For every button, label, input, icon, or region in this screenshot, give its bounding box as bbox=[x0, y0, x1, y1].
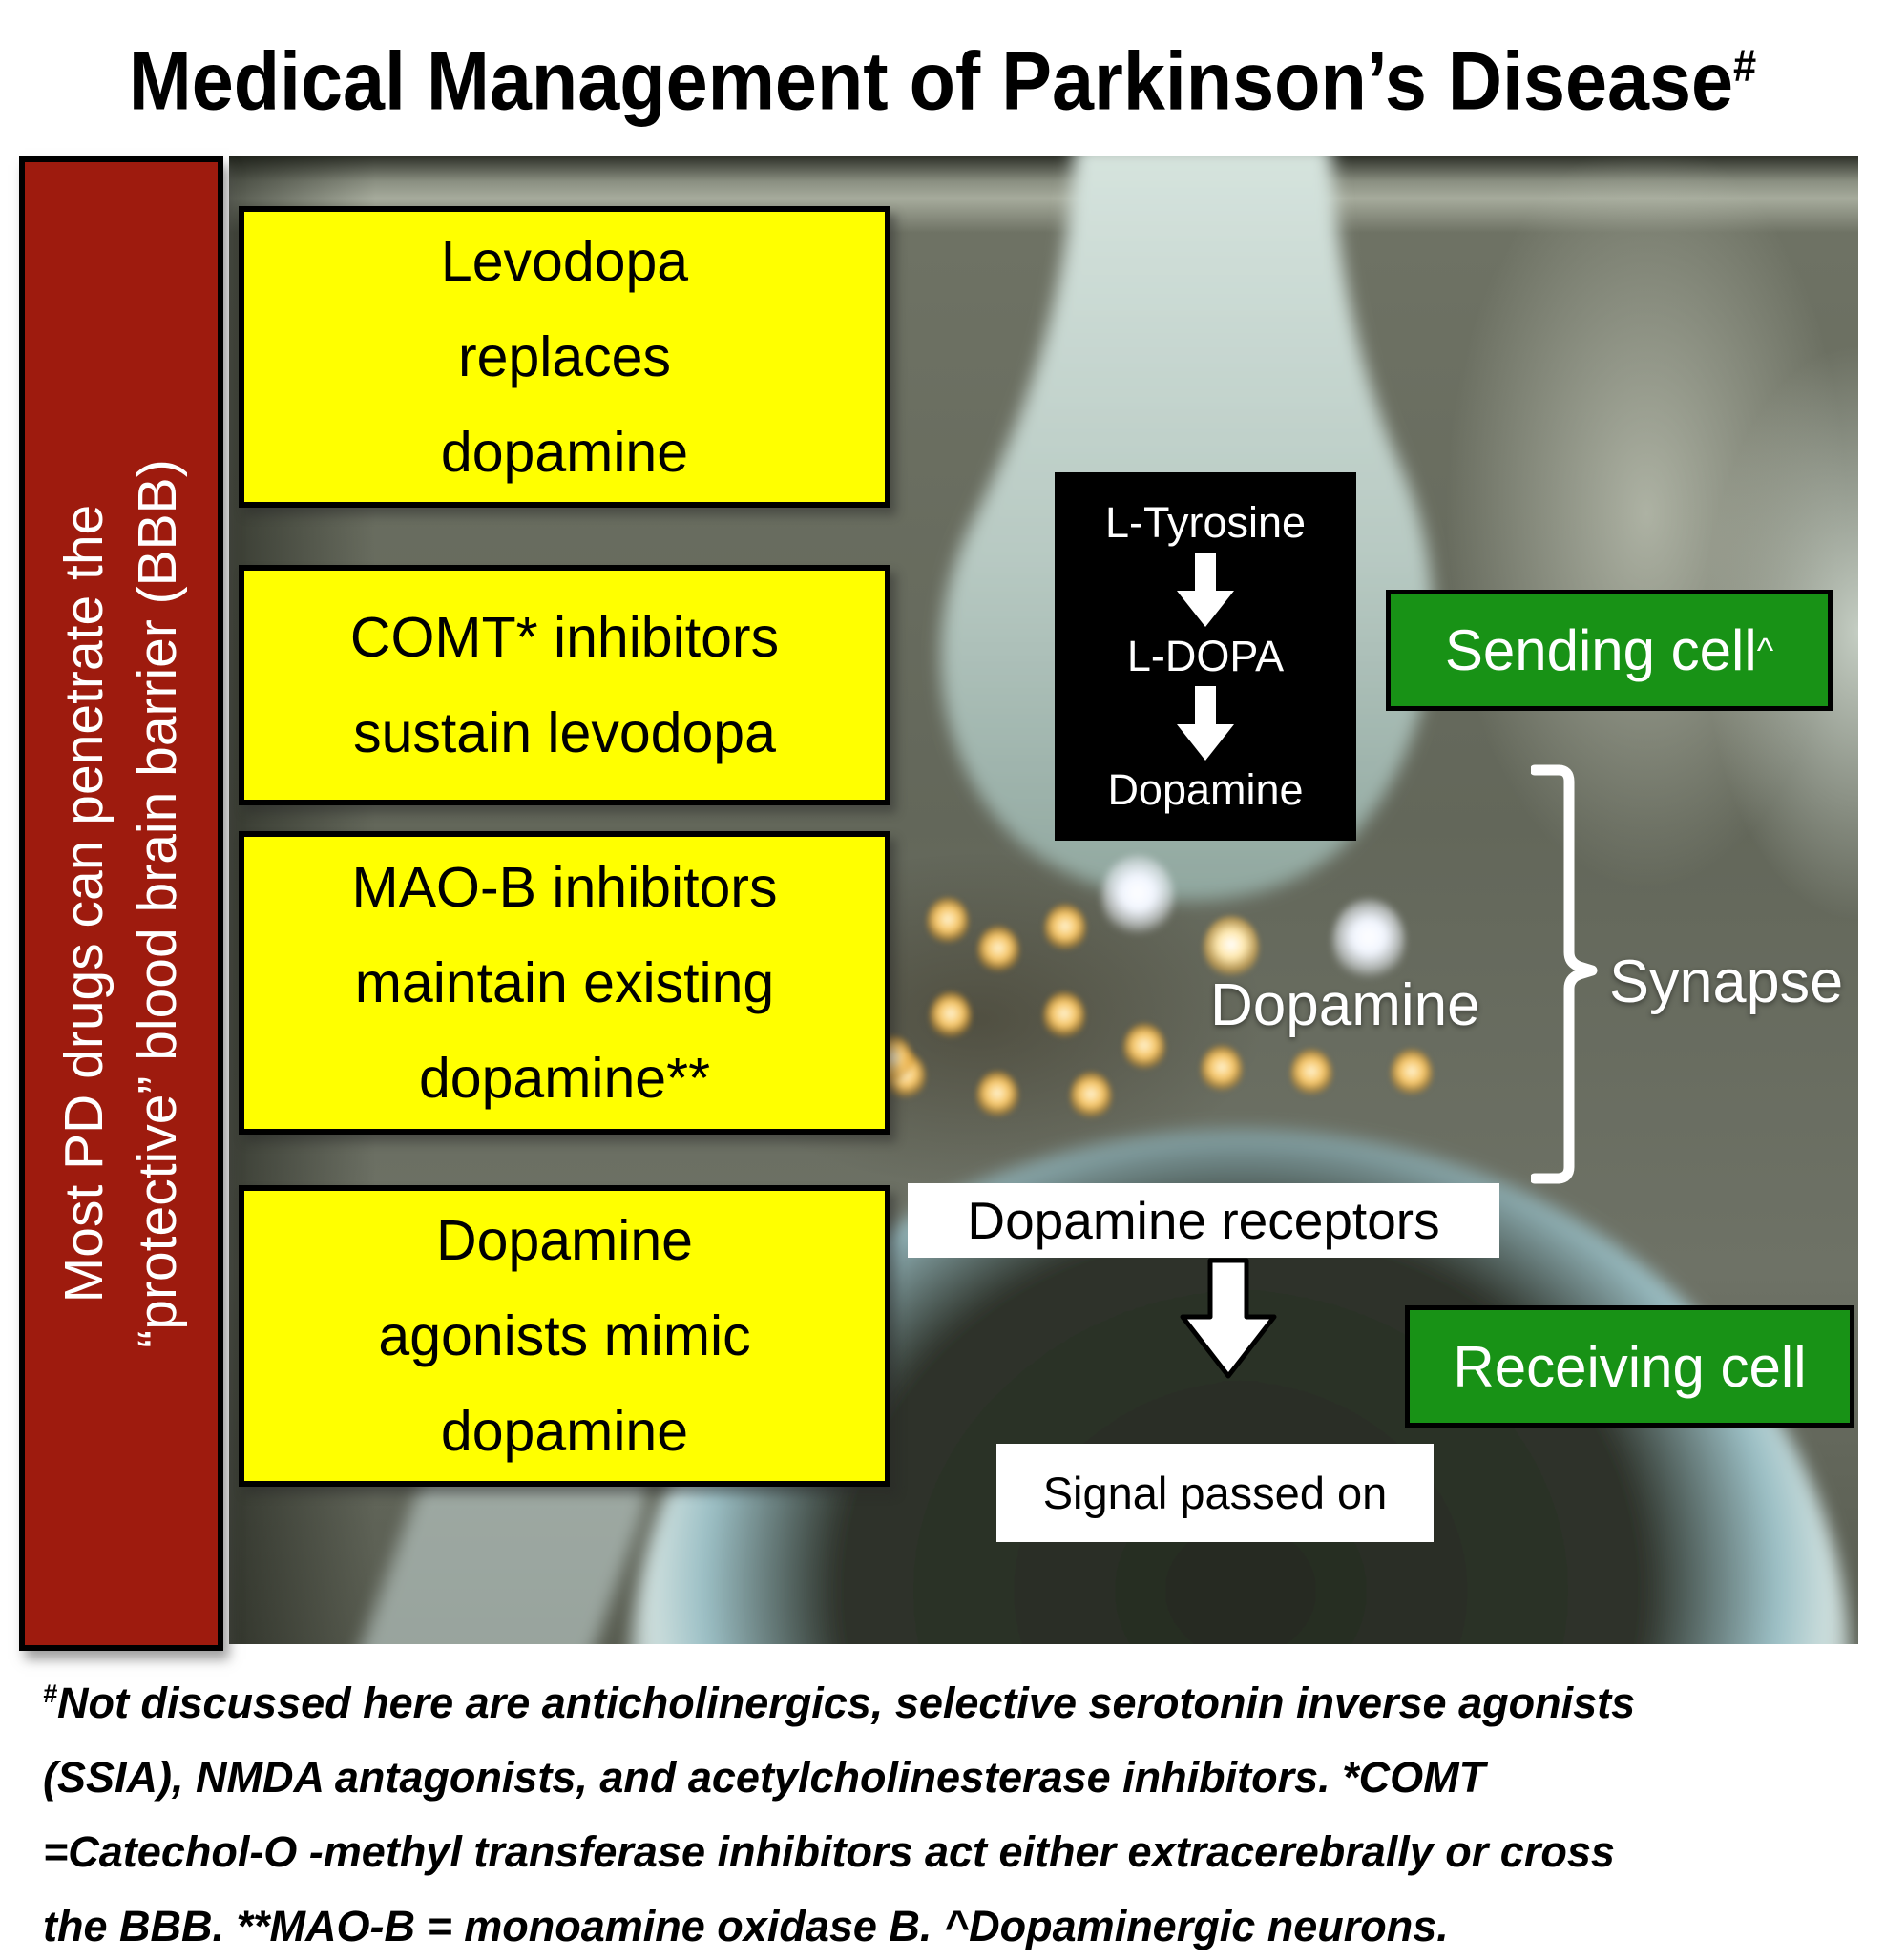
dopamine-dot bbox=[1391, 1049, 1433, 1098]
dopamine-dot bbox=[976, 1071, 1018, 1120]
drug-box-line: replaces bbox=[457, 325, 671, 388]
down-arrow-icon bbox=[1177, 553, 1234, 627]
footnote-line: (SSIA), NMDA antagonists, and acetylchol… bbox=[43, 1753, 1486, 1802]
drug-box-line: agonists mimic bbox=[378, 1304, 751, 1367]
footnote-line: the BBB. **MAO-B = monoamine oxidase B. … bbox=[43, 1902, 1449, 1950]
drug-box-line: dopamine** bbox=[418, 1047, 711, 1110]
bbb-sidebar-line1: Most PD drugs can penetrate the bbox=[53, 504, 115, 1303]
title-footnote-marker: # bbox=[1732, 41, 1757, 92]
bbb-sidebar-line2: “protective” blood brain barrier (BBB) bbox=[127, 459, 188, 1348]
pathway-step-l-dopa: L-DOPA bbox=[1126, 632, 1285, 680]
drug-box-line: Levodopa bbox=[440, 230, 689, 293]
sending-cell-footnote-marker: ^ bbox=[1756, 630, 1774, 670]
drug-box-maob: MAO-B inhibitors maintain existing dopam… bbox=[239, 831, 890, 1135]
footnote: #Not discussed here are anticholinergics… bbox=[43, 1657, 1845, 1960]
down-arrow-icon bbox=[1177, 686, 1234, 761]
dopamine-receptors-label: Dopamine receptors bbox=[908, 1183, 1499, 1258]
drug-box-line: dopamine bbox=[440, 421, 689, 484]
drug-box-agonists: Dopamine agonists mimic dopamine bbox=[239, 1185, 890, 1487]
receiving-cell-label: Receiving cell bbox=[1405, 1305, 1854, 1428]
dopamine-dot bbox=[1070, 1072, 1112, 1121]
drug-box-line: Dopamine bbox=[436, 1209, 693, 1272]
bbb-sidebar-label: Most PD drugs can penetrate the “protect… bbox=[48, 169, 195, 1638]
footnote-marker: # bbox=[43, 1679, 58, 1708]
synapse-bracket-icon bbox=[1531, 764, 1598, 1184]
dopamine-dot bbox=[1290, 1049, 1332, 1098]
receiving-cell-rim-streak bbox=[318, 1377, 646, 1644]
drug-box-line: sustain levodopa bbox=[353, 701, 776, 764]
dopamine-dot bbox=[927, 897, 969, 947]
dopamine-dot bbox=[1332, 899, 1405, 983]
drug-box-comt: COMT* inhibitors sustain levodopa bbox=[239, 565, 890, 805]
drug-box-line: maintain existing bbox=[354, 951, 775, 1014]
footnote-line: #Not discussed here are anticholinergics… bbox=[43, 1679, 1636, 1727]
signal-down-arrow-icon bbox=[1180, 1258, 1277, 1379]
pathway-step-l-tyrosine: L-Tyrosine bbox=[1104, 498, 1307, 547]
drug-box-levodopa: Levodopa replaces dopamine bbox=[239, 206, 890, 508]
drug-box-line: MAO-B inhibitors bbox=[351, 856, 778, 919]
page-title: Medical Management of Parkinson’s Diseas… bbox=[128, 35, 1757, 128]
dopamine-label: Dopamine bbox=[1210, 972, 1480, 1038]
dopamine-dot bbox=[930, 991, 972, 1041]
dopamine-dot bbox=[1204, 916, 1259, 979]
dopamine-pathway-box: L-Tyrosine L-DOPA Dopamine bbox=[1055, 472, 1356, 841]
dopamine-dot bbox=[1043, 991, 1085, 1041]
sending-cell-label: Sending cell^ bbox=[1386, 590, 1833, 711]
drug-box-line: COMT* inhibitors bbox=[349, 606, 780, 669]
dopamine-dot bbox=[977, 926, 1019, 975]
receiving-cell-text: Receiving cell bbox=[1453, 1334, 1807, 1399]
synapse-label: Synapse bbox=[1609, 949, 1844, 1015]
drug-box-line: dopamine bbox=[440, 1400, 689, 1463]
pathway-step-dopamine: Dopamine bbox=[1107, 765, 1304, 814]
bbb-sidebar: Most PD drugs can penetrate the “protect… bbox=[19, 156, 223, 1651]
dopamine-dot bbox=[1101, 855, 1174, 939]
signal-passed-on-label: Signal passed on bbox=[996, 1444, 1434, 1542]
sending-cell-text: Sending cell bbox=[1444, 618, 1757, 682]
receiving-cell-shape bbox=[631, 1130, 1851, 1644]
footnote-line: =Catechol-O -methyl transferase inhibito… bbox=[43, 1827, 1615, 1876]
dopamine-dot bbox=[1123, 1023, 1165, 1073]
dopamine-dot bbox=[1044, 904, 1086, 953]
dopamine-dot bbox=[1201, 1045, 1243, 1095]
